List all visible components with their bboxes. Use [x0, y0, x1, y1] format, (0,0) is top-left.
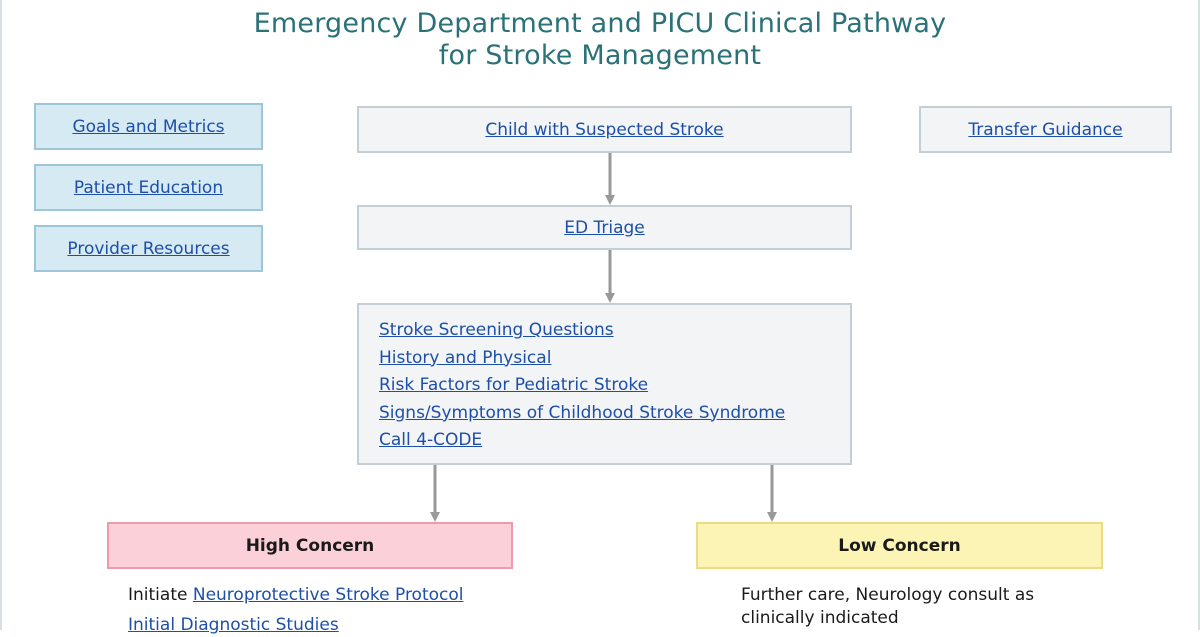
suspected-stroke-link[interactable]: Child with Suspected Stroke [485, 119, 724, 140]
high-concern-box: High Concern [107, 522, 513, 569]
page-title-line-2: for Stroke Management [438, 40, 762, 71]
transfer-guidance-link[interactable]: Transfer Guidance [968, 119, 1123, 140]
call-4-code-link[interactable]: Call 4-CODE [379, 430, 483, 450]
stroke-screening-questions-link[interactable]: Stroke Screening Questions [379, 320, 614, 340]
signs-symptoms-link[interactable]: Signs/Symptoms of Childhood Stroke Syndr… [379, 402, 786, 423]
ed-triage-box: ED Triage [357, 205, 852, 250]
initial-diagnostic-studies-link[interactable]: Initial Diagnostic Studies [128, 615, 339, 635]
high-concern-initiate-line: Initiate Neuroprotective Stroke Protocol [128, 584, 464, 607]
low-concern-description: Further care, Neurology consult as clini… [741, 584, 1034, 630]
high-concern-studies-line: Initial Diagnostic Studies [128, 614, 339, 637]
sidebar-item-provider: Provider Resources [34, 225, 263, 272]
sidebar-item-goals: Goals and Metrics [34, 103, 263, 150]
goals-and-metrics-link[interactable]: Goals and Metrics [72, 116, 225, 137]
frame-right-edge [1198, 0, 1200, 630]
provider-resources-link[interactable]: Provider Resources [67, 238, 230, 259]
page-title-line-1: Emergency Department and PICU Clinical P… [253, 8, 947, 39]
screening-box: Stroke Screening Questions History and P… [357, 303, 852, 465]
patient-education-link[interactable]: Patient Education [73, 177, 224, 198]
sidebar-item-education: Patient Education [34, 164, 263, 211]
high-concern-label: High Concern [245, 535, 375, 556]
risk-factors-link[interactable]: Risk Factors for Pediatric Stroke [379, 375, 649, 395]
neuroprotective-protocol-link[interactable]: Neuroprotective Stroke Protocol [192, 585, 464, 605]
ed-triage-link[interactable]: ED Triage [564, 217, 645, 238]
history-and-physical-link[interactable]: History and Physical [379, 347, 552, 368]
low-concern-box: Low Concern [696, 522, 1103, 569]
transfer-guidance-box: Transfer Guidance [919, 106, 1172, 153]
low-concern-line-2: clinically indicated [741, 608, 899, 628]
frame-left-edge [0, 0, 2, 630]
initiate-text: Initiate [128, 585, 193, 605]
low-concern-line-1: Further care, Neurology consult as [741, 585, 1035, 605]
page-title: Emergency Department and PICU Clinical P… [0, 8, 1200, 72]
suspected-stroke-box: Child with Suspected Stroke [357, 106, 852, 153]
low-concern-label: Low Concern [838, 535, 961, 556]
